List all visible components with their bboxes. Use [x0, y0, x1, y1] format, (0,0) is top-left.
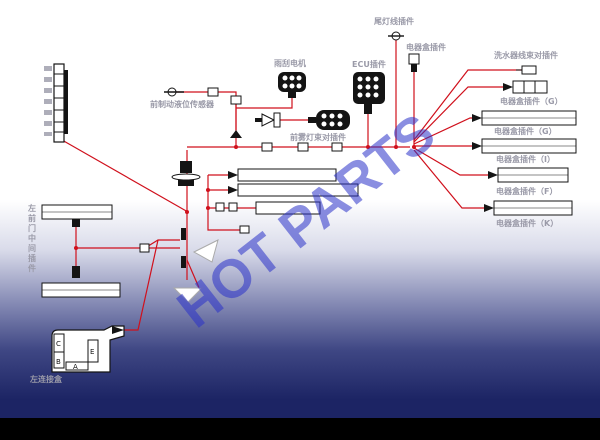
wire-row-link — [207, 175, 240, 231]
label-washer-plug: 洗水器线束对插件 — [494, 50, 558, 60]
fog-plug-connector — [503, 80, 548, 94]
left-door-connector-upper — [41, 204, 113, 227]
left-door-connector-lower — [41, 266, 121, 298]
left-connection-box: C B E A — [51, 325, 125, 373]
left-inline-connector — [139, 243, 150, 253]
washer-plug-connector — [516, 65, 537, 75]
wire-fan-f — [413, 149, 486, 209]
label-left-door-vertical: 左前门中间插件 — [28, 204, 36, 273]
diagram-title: B11-3724050 — [22, 12, 124, 31]
box-plug-top-connector — [408, 53, 420, 72]
label-box-plug-top: 电器盒插件 — [406, 42, 446, 52]
label-left-box: 左连接盒 — [29, 374, 63, 384]
junction-dots — [74, 145, 416, 250]
ecu-connector — [353, 72, 385, 114]
wire-fan-washer — [413, 69, 522, 141]
wiper-motor-symbol — [255, 112, 281, 128]
label-top-left-strip — [44, 66, 52, 136]
wire-center-lower — [186, 259, 201, 291]
wire-wiper — [236, 92, 293, 109]
label-box-g2: 电器盒插件（G） — [494, 126, 557, 136]
label-tail-plug: 尾灯线插件 — [373, 16, 414, 26]
wire-fan-fog — [413, 86, 505, 143]
label-box-i: 电器盒插件（I） — [496, 154, 555, 164]
label-wiper-motor: 雨刮电机 — [274, 58, 306, 68]
wire-left-branch — [144, 239, 180, 249]
label-ecu: ECU插件 — [352, 59, 386, 69]
center-relay-connector — [171, 161, 201, 186]
wire-left-to-center — [61, 139, 189, 213]
label-fog-plug: 前雾灯束对插件 — [290, 132, 346, 142]
label-box-g1: 电器盒插件（G） — [500, 96, 563, 106]
label-box-k: 电器盒插件（K） — [496, 218, 558, 228]
wire-box-to-center — [118, 239, 159, 331]
label-box-f: 电器盒插件（F） — [496, 186, 557, 196]
brake-sensor-connector — [164, 87, 242, 138]
center-row-connectors — [215, 142, 359, 234]
ecu-round-connector — [308, 110, 350, 130]
box-g1-connector — [472, 110, 577, 126]
box-f-connector — [484, 200, 573, 216]
box-letter-e: E — [90, 348, 94, 356]
box-g2-connector — [472, 138, 577, 154]
wire-fan-i — [413, 147, 490, 176]
box-letter-a: A — [73, 363, 78, 371]
box-letter-c: C — [56, 340, 61, 348]
box-letter-b: B — [56, 358, 61, 366]
wiper-motor-connector — [278, 72, 306, 98]
label-brake-sensor: 前制动液位传感器 — [150, 99, 215, 109]
left-vertical-connector — [53, 63, 68, 143]
tail-plug-connector — [388, 31, 404, 41]
center-lower-switches — [172, 228, 219, 303]
box-i-connector — [488, 167, 569, 183]
